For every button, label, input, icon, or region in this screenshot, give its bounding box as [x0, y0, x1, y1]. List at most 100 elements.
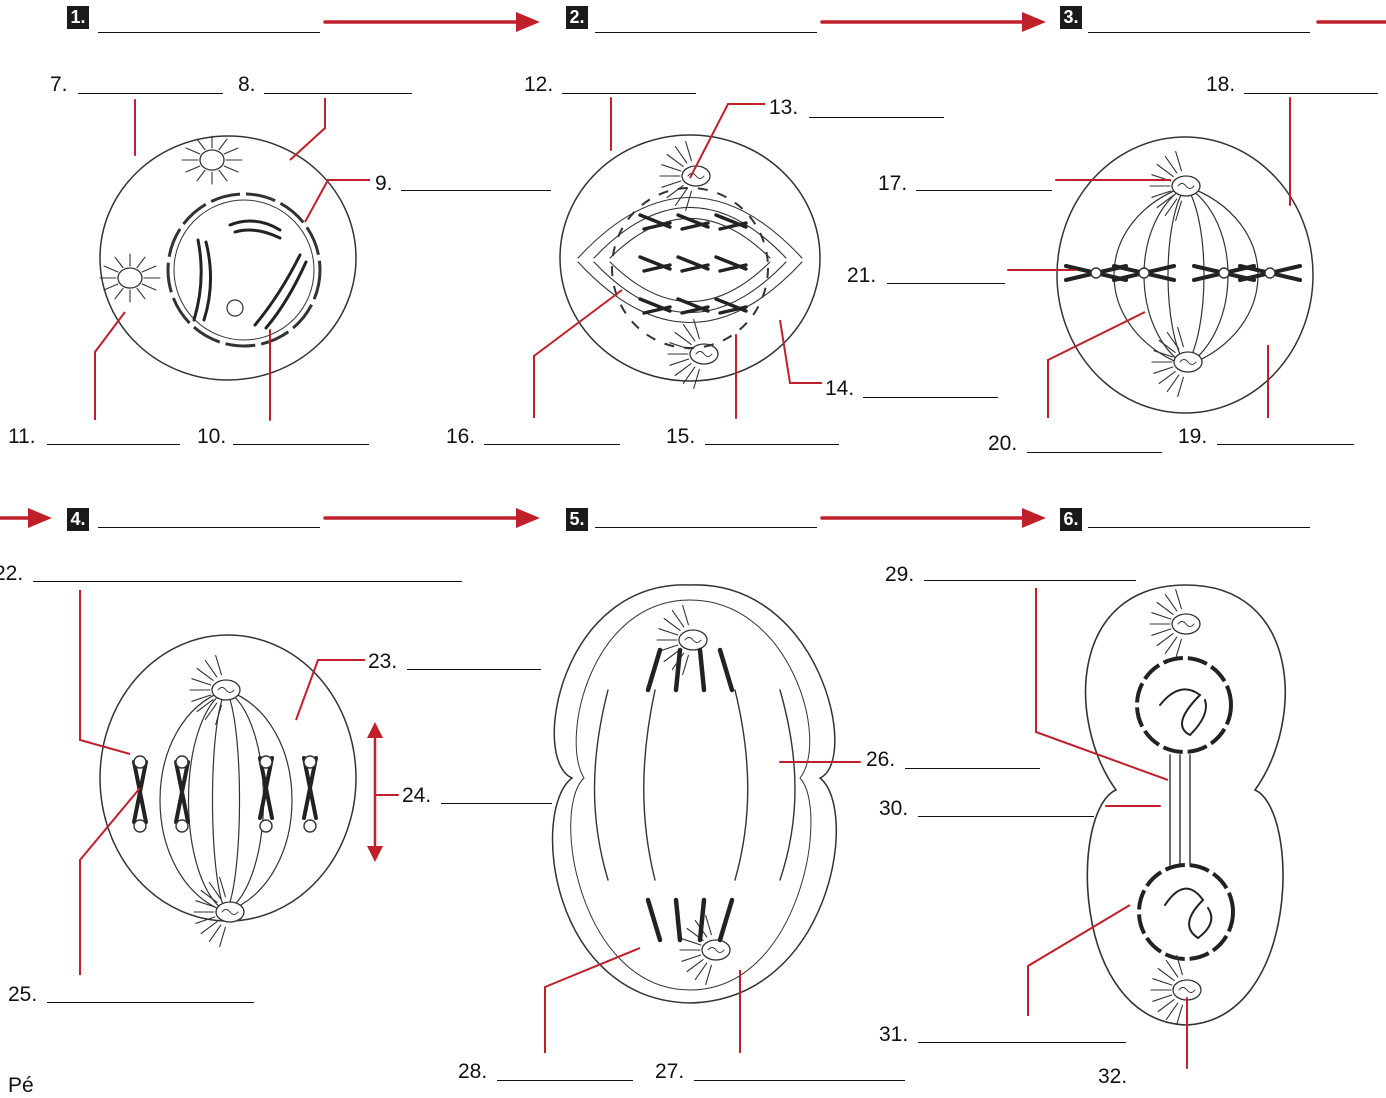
label-19-blank[interactable] [1217, 444, 1354, 445]
label-25-blank[interactable] [47, 1002, 254, 1003]
stage-number-6: 6. [1060, 508, 1082, 531]
label-29: 29. [885, 563, 914, 587]
arrow-stage-1-to-2-head [516, 12, 540, 32]
stage-answer-blank-4[interactable] [98, 527, 320, 528]
stage-number-3: 3. [1060, 6, 1082, 29]
cell-5-chromosome-bottom [676, 900, 680, 940]
cell-3-centriole-bottom-ray [1159, 341, 1175, 353]
cell-5-chromosome-bottom [720, 900, 732, 940]
label-22-blank[interactable] [33, 581, 462, 582]
label-13-blank[interactable] [809, 117, 944, 118]
stage-answer-blank-2[interactable] [595, 32, 817, 33]
cell-1-centriole-top-ray [219, 170, 227, 180]
cell-5-chromosome-top [648, 650, 660, 690]
label-20-blank[interactable] [1027, 452, 1162, 453]
cell-4-centriole-bottom-ray [209, 925, 220, 941]
cell-2-chromosome [716, 299, 746, 313]
stage-answer-blank-5[interactable] [595, 527, 817, 528]
cell-4-centriole-top-ray [192, 679, 211, 685]
cell-2-centriole-bottom-ray [683, 325, 694, 341]
cell-2-centriole-bottom-ray [675, 364, 691, 376]
label-21-blank[interactable] [887, 283, 1005, 284]
cell-2-chromosome [716, 257, 746, 271]
label-13: 13. [769, 96, 798, 120]
cell-4-centriole-bottom-ray [220, 927, 226, 946]
cell-6-chromatin-bottom [1165, 889, 1211, 938]
cell-1-centriole-left [118, 268, 142, 288]
label-20: 20. [988, 432, 1017, 456]
cell-6-centriole-top-ray [1152, 613, 1171, 619]
cell-1-centriole-left-ray [104, 266, 118, 272]
label-31-blank[interactable] [918, 1042, 1126, 1043]
cell-5-centriole-top-ray [683, 655, 689, 674]
cell-1-chromatin-b [230, 221, 280, 238]
label-27-blank[interactable] [694, 1080, 905, 1081]
cell-2-centriole-top-ray [667, 155, 683, 167]
cell-1-centriole-left-ray [137, 288, 145, 298]
label-12-blank[interactable] [562, 93, 696, 94]
cell-1-centriole-top-ray [197, 170, 205, 180]
label-8-blank[interactable] [264, 93, 412, 94]
cell-1-centriole-top-ray [186, 148, 200, 154]
cell-1-centriole-left-ray [104, 284, 118, 290]
label-24-blank[interactable] [441, 803, 552, 804]
cell-1-centriole-top-ray [186, 166, 200, 172]
cell-5-centriole-top-ray [659, 629, 678, 635]
label-26-blank[interactable] [905, 768, 1040, 769]
cell-5-centriole-top-ray [683, 606, 689, 625]
label-18-blank[interactable] [1244, 93, 1378, 94]
cell-1-centriole-left-ray [137, 257, 145, 267]
label-15-blank[interactable] [705, 444, 839, 445]
label-10-blank[interactable] [233, 444, 369, 445]
cell-6-centriole-bottom-ray [1177, 1005, 1183, 1024]
label-17-blank[interactable] [916, 190, 1052, 191]
label-16-blank[interactable] [484, 444, 620, 445]
label-14-blank[interactable] [863, 397, 998, 398]
label-9-blank[interactable] [401, 190, 551, 191]
label-29-blank[interactable] [924, 580, 1136, 581]
label-28: 28. [458, 1060, 487, 1084]
leader-8 [290, 98, 325, 160]
cell-3-centriole-top-ray [1157, 165, 1173, 177]
label-17: 17. [878, 172, 907, 196]
arrow-stage-4-to-5-head [516, 508, 540, 528]
cell-6-centriole-bottom-ray [1166, 1003, 1177, 1019]
label-23-blank[interactable] [407, 669, 541, 670]
cell-3-centromere [1091, 268, 1101, 278]
label-7: 7. [50, 73, 68, 97]
cell-2-spindle-arc [594, 207, 786, 258]
stage-answer-blank-1[interactable] [98, 32, 320, 33]
cell-5-chromosome-top [676, 650, 680, 690]
label-23: 23. [368, 650, 397, 674]
cell-3-centriole-bottom-ray [1167, 333, 1178, 349]
cell-1-centriole-top-ray [224, 148, 238, 154]
scale-arrow-24-bottom [367, 846, 383, 862]
leader-9 [305, 180, 370, 222]
cell-6-centriole-bottom-ray [1158, 1000, 1174, 1012]
label-10: 10. [197, 425, 226, 449]
stage-answer-blank-6[interactable] [1088, 527, 1310, 528]
label-31: 31. [879, 1023, 908, 1047]
cell-1-centriole-top-ray [197, 139, 205, 149]
cell-3-centromere [1139, 268, 1149, 278]
label-24: 24. [402, 784, 431, 808]
cell-1-nucleolus [227, 300, 243, 316]
label-11-blank[interactable] [47, 444, 180, 445]
cell-6-centriole-bottom-ray [1153, 995, 1172, 1001]
cell-6-chromatin-top [1160, 689, 1206, 735]
stage-number-4: 4. [67, 508, 89, 531]
label-7-blank[interactable] [78, 93, 223, 94]
stage-answer-blank-3[interactable] [1088, 32, 1310, 33]
label-25: 25. [8, 983, 37, 1007]
cell-4-centromere [304, 820, 316, 832]
cell-6-centriole-top-ray [1157, 634, 1173, 646]
cell-4-centriole-top-ray [216, 656, 222, 675]
cell-4-chromatid [176, 762, 188, 822]
cell-3-spindle-fiber [1168, 186, 1186, 366]
cell-5-centriole-bottom-ray [687, 960, 703, 972]
cell-2-chromosome [640, 257, 670, 271]
cell-3-centriole-bottom-ray [1167, 375, 1178, 391]
label-30-blank[interactable] [918, 816, 1094, 817]
label-28-blank[interactable] [497, 1080, 633, 1081]
